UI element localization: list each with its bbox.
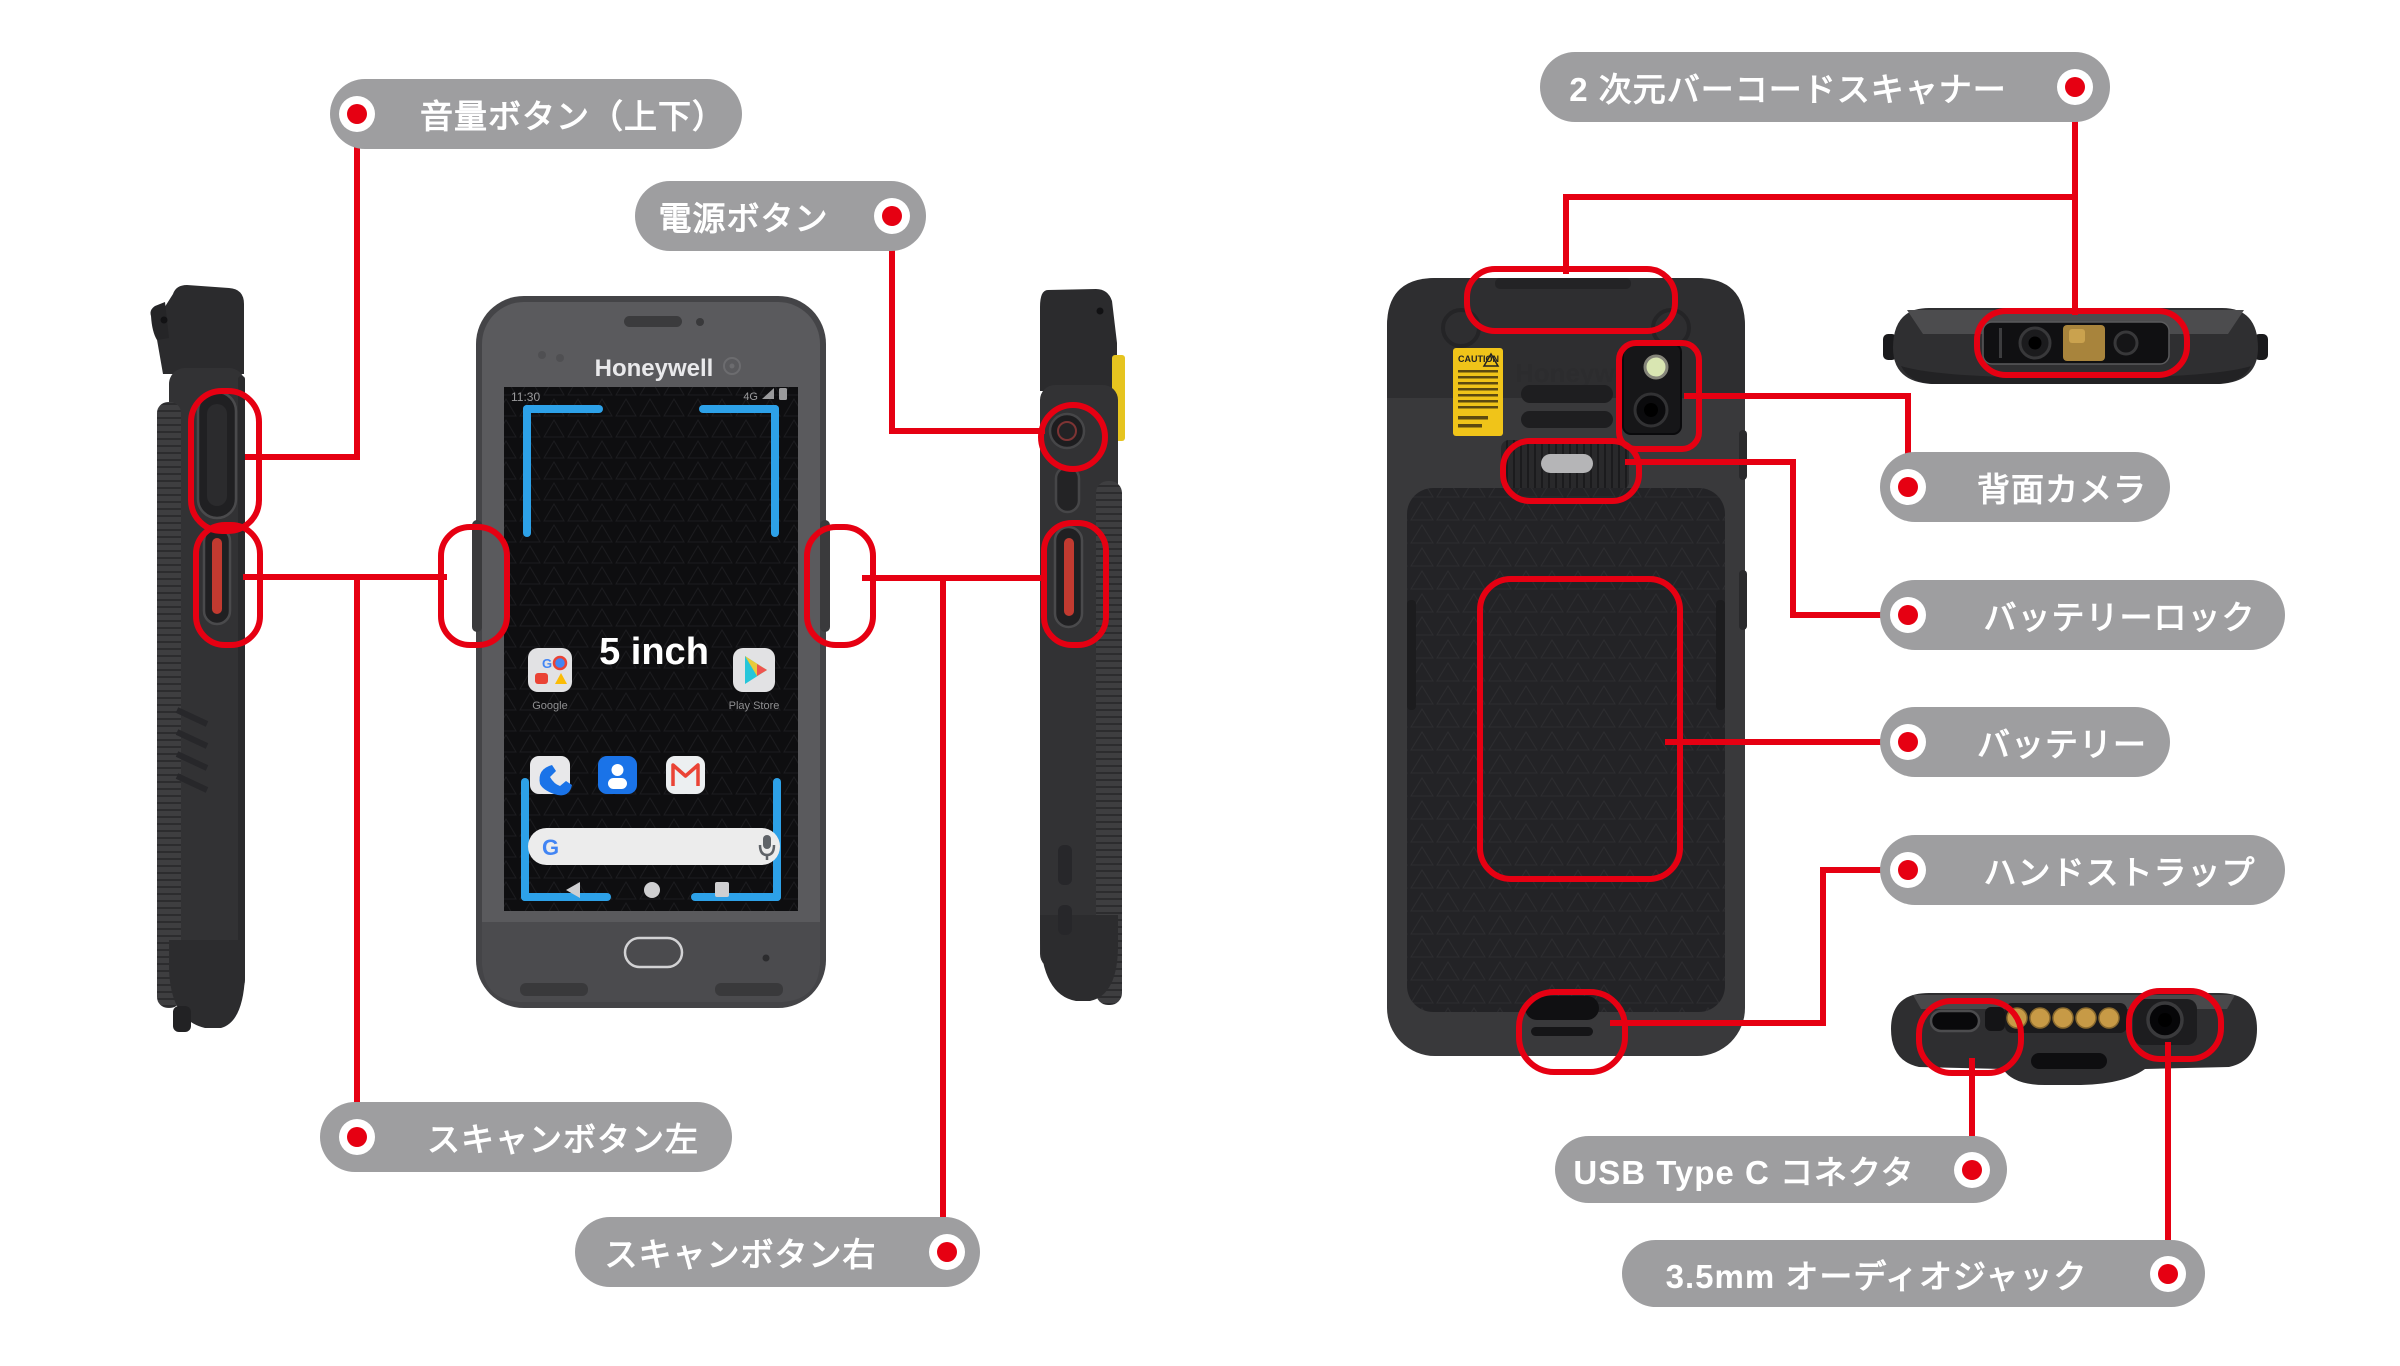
search-g-icon: G [542, 835, 559, 860]
highlight-ring-scan-front-left [438, 524, 510, 648]
google-search-bar[interactable]: G [528, 828, 780, 865]
connector-line [1905, 393, 1911, 490]
front-brand-logo: Honeywell [595, 355, 714, 382]
label-rear-camera: 背面カメラ [1880, 452, 2170, 522]
pogo-pins [2006, 1007, 2120, 1029]
screen-size-label: 5 inch [599, 631, 709, 673]
connector-line [889, 428, 1045, 434]
callout-dot-barcode [2057, 69, 2093, 105]
label-battery-lock: バッテリーロック [1880, 580, 2285, 650]
connector-line [354, 574, 360, 1140]
contacts-app-icon[interactable] [598, 756, 637, 794]
callout-dot-usb [1954, 1152, 1990, 1188]
highlight-ring-hand-strap [1516, 989, 1628, 1075]
callout-dot-audio [2150, 1256, 2186, 1292]
connector-line [1684, 393, 1911, 399]
callout-dot-scan-left [339, 1119, 375, 1155]
connector-line [354, 111, 360, 460]
callout-dot-battery-lock [1890, 597, 1926, 633]
connector-line [1820, 867, 1826, 1026]
highlight-ring-volume [188, 388, 262, 534]
mic-icon[interactable] [758, 835, 776, 860]
scanner-window [1982, 321, 2170, 365]
scan-home-button[interactable] [623, 936, 684, 969]
callout-dot-rear-camera [1890, 469, 1926, 505]
connector-line [862, 575, 1045, 581]
battery-icon [779, 388, 787, 400]
label-audio-jack: 3.5mm オーディオジャック [1622, 1240, 2205, 1307]
connector-line [1790, 612, 1910, 618]
connector-line [1563, 194, 2075, 200]
nav-recents-icon[interactable] [715, 882, 729, 897]
highlight-ring-scan-right-side [1041, 520, 1109, 648]
google-folder-label: Google [532, 700, 567, 712]
device-right-side-view [1040, 289, 1125, 1005]
status-time: 11:30 [511, 390, 540, 404]
connector-line [1820, 867, 1910, 873]
speaker-slot [1521, 411, 1613, 428]
connector-line [1790, 459, 1796, 618]
callout-dot-power [874, 198, 910, 234]
connector-line [1969, 1058, 1975, 1173]
phone-app-icon[interactable] [530, 756, 572, 796]
highlight-ring-scan-front-right [804, 524, 876, 648]
speaker-slot [1521, 385, 1613, 403]
status-network: 4G [743, 391, 758, 403]
highlight-ring-top-scanner [1974, 308, 2190, 378]
front-camera-dot [696, 318, 704, 326]
play-store-label: Play Store [729, 700, 780, 712]
highlight-ring-back-scanner [1464, 266, 1678, 334]
rear-camera-module [1622, 343, 1682, 435]
signal-icon [762, 388, 774, 399]
connector-line [1625, 459, 1796, 465]
gmail-app-icon[interactable] [666, 756, 705, 794]
highlight-ring-battery [1477, 576, 1683, 882]
label-scan-button-left: スキャンボタン左 [320, 1102, 732, 1172]
connector-line [1563, 194, 1569, 274]
battery-latch[interactable] [1501, 440, 1629, 490]
connector-line [2072, 87, 2078, 315]
connector-line [245, 454, 360, 460]
callout-dot-hand-strap [1890, 852, 1926, 888]
earpiece [624, 316, 682, 327]
connector-line [889, 216, 895, 434]
connector-line [2165, 1042, 2171, 1277]
trigger-slot [2031, 1053, 2107, 1069]
connector-line [1665, 739, 1910, 745]
nav-back-icon[interactable] [566, 882, 580, 898]
highlight-ring-audio [2126, 988, 2224, 1062]
label-battery: バッテリー [1880, 707, 2170, 777]
connector-line [243, 574, 447, 580]
callout-dot-scan-right [929, 1234, 965, 1270]
mic-hole [762, 954, 770, 962]
label-usb-connector: USB Type C コネクタ [1555, 1136, 2007, 1203]
google-folder-icon[interactable]: G [528, 648, 572, 692]
label-scan-button-right: スキャンボタン右 [575, 1217, 980, 1287]
callout-dot-volume [339, 96, 375, 132]
label-volume-buttons: 音量ボタン（上下） [330, 79, 742, 149]
svg-text:CAUTION: CAUTION [1458, 354, 1499, 364]
label-barcode-scanner: 2 次元バーコードスキャナー [1540, 52, 2110, 122]
callout-dot-battery [1890, 724, 1926, 760]
highlight-ring-battery-lock [1500, 438, 1642, 504]
device-front-view: Honeywell 11:30 4G 5 inch G Google [472, 296, 830, 1008]
highlight-ring-usb [1916, 998, 2024, 1076]
highlight-ring-rear-camera [1616, 340, 1702, 452]
label-hand-strap: ハンドストラップ [1880, 835, 2285, 905]
highlight-ring-scan-left-side [193, 522, 263, 648]
connector-line [940, 575, 946, 1255]
nav-home-icon[interactable] [644, 882, 660, 898]
highlight-ring-power [1038, 402, 1108, 472]
caution-label: CAUTION [1453, 348, 1503, 436]
connector-line [1610, 1020, 1826, 1026]
play-store-icon[interactable] [733, 648, 775, 692]
screen-corner-brackets [521, 405, 781, 901]
svg-text:G: G [542, 656, 552, 671]
